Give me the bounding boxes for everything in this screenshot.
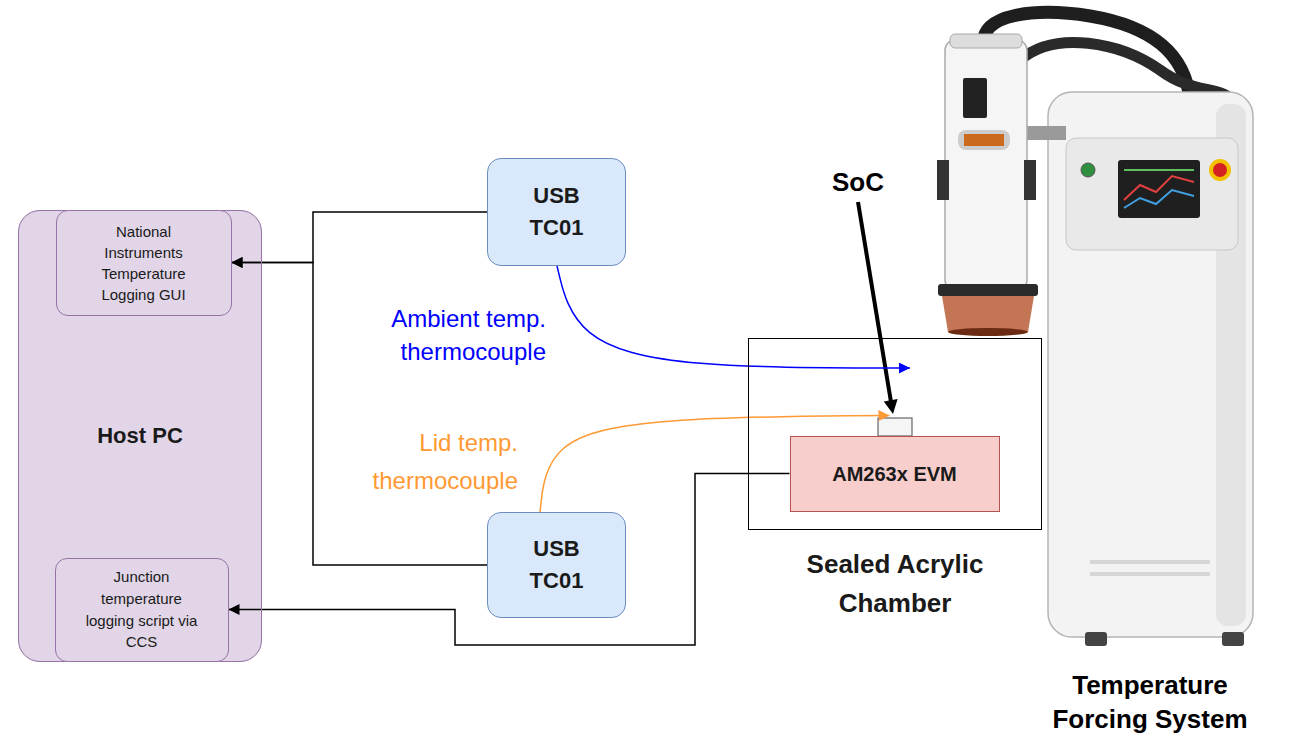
tower-display bbox=[963, 78, 987, 118]
soc-chip bbox=[878, 418, 912, 436]
vent bbox=[1090, 560, 1210, 564]
node-text: AM263x EVM bbox=[832, 461, 957, 487]
daq-module-box: USB TC01 bbox=[487, 512, 626, 618]
tower-bracket bbox=[1024, 160, 1036, 200]
equipment-label: Temperature Forcing System bbox=[1030, 668, 1270, 736]
screen-trace bbox=[1124, 169, 1194, 171]
head-base bbox=[938, 284, 1038, 296]
support-arm bbox=[1026, 126, 1066, 140]
software-box: National Instruments Temperature Logging… bbox=[56, 210, 232, 316]
control-panel bbox=[1066, 138, 1238, 250]
node-text: Host PC bbox=[97, 422, 183, 451]
node-text: National Instruments Temperature Logging… bbox=[88, 221, 200, 305]
thermal-cap bbox=[942, 296, 1034, 332]
screen-trace bbox=[1124, 176, 1194, 200]
daq-module-box: USB TC01 bbox=[487, 158, 626, 266]
node-text: USB TC01 bbox=[522, 180, 592, 244]
test-head-tower bbox=[945, 40, 1027, 290]
connector bbox=[232, 212, 488, 263]
wheel bbox=[1222, 632, 1244, 646]
vent bbox=[1090, 572, 1210, 576]
edge-label-anchor: Lid temp. thermocouple bbox=[320, 424, 520, 500]
edge-label: Ambient temp. thermocouple bbox=[348, 302, 548, 368]
part-label: SoC bbox=[808, 166, 908, 198]
touch-screen bbox=[1118, 160, 1200, 218]
tower-badge bbox=[958, 130, 1010, 150]
node-text: Sealed Acrylic Chamber bbox=[775, 545, 1015, 623]
chamber-box: Sealed Acrylic ChamberAM263x EVM bbox=[748, 338, 1042, 530]
stop-button bbox=[1213, 163, 1227, 177]
soc-pointer-arrow bbox=[858, 202, 898, 414]
cabinet bbox=[1048, 92, 1253, 637]
power-button bbox=[1081, 163, 1095, 177]
stop-button-ring bbox=[1209, 159, 1231, 181]
screen-trace bbox=[1124, 190, 1194, 208]
thermal-cap-rim bbox=[948, 328, 1028, 336]
tower-badge-stripe bbox=[964, 134, 1004, 146]
tower-bracket bbox=[937, 160, 949, 200]
connector bbox=[557, 266, 910, 368]
temperature-forcing-system-illustration bbox=[937, 13, 1253, 646]
evm-board-box: AM263x EVM bbox=[790, 436, 1000, 512]
pointer-head bbox=[884, 399, 898, 414]
tower-cap bbox=[950, 34, 1022, 48]
software-box: Junction temperature logging script via … bbox=[55, 558, 229, 662]
node-text: Junction temperature logging script via … bbox=[81, 566, 203, 653]
label-anchor: SoC bbox=[808, 166, 908, 198]
edge-label-anchor: Ambient temp. thermocouple bbox=[348, 302, 548, 368]
host-pc-fill bbox=[18, 210, 262, 662]
node-text: USB TC01 bbox=[522, 533, 592, 597]
wheel bbox=[1085, 632, 1107, 646]
host-pc-panel: Host PC National Instruments Temperature … bbox=[18, 210, 262, 662]
pointer-line bbox=[858, 202, 891, 402]
edge-label: Lid temp. thermocouple bbox=[320, 424, 520, 500]
label-anchor: Temperature Forcing System bbox=[1030, 668, 1270, 736]
